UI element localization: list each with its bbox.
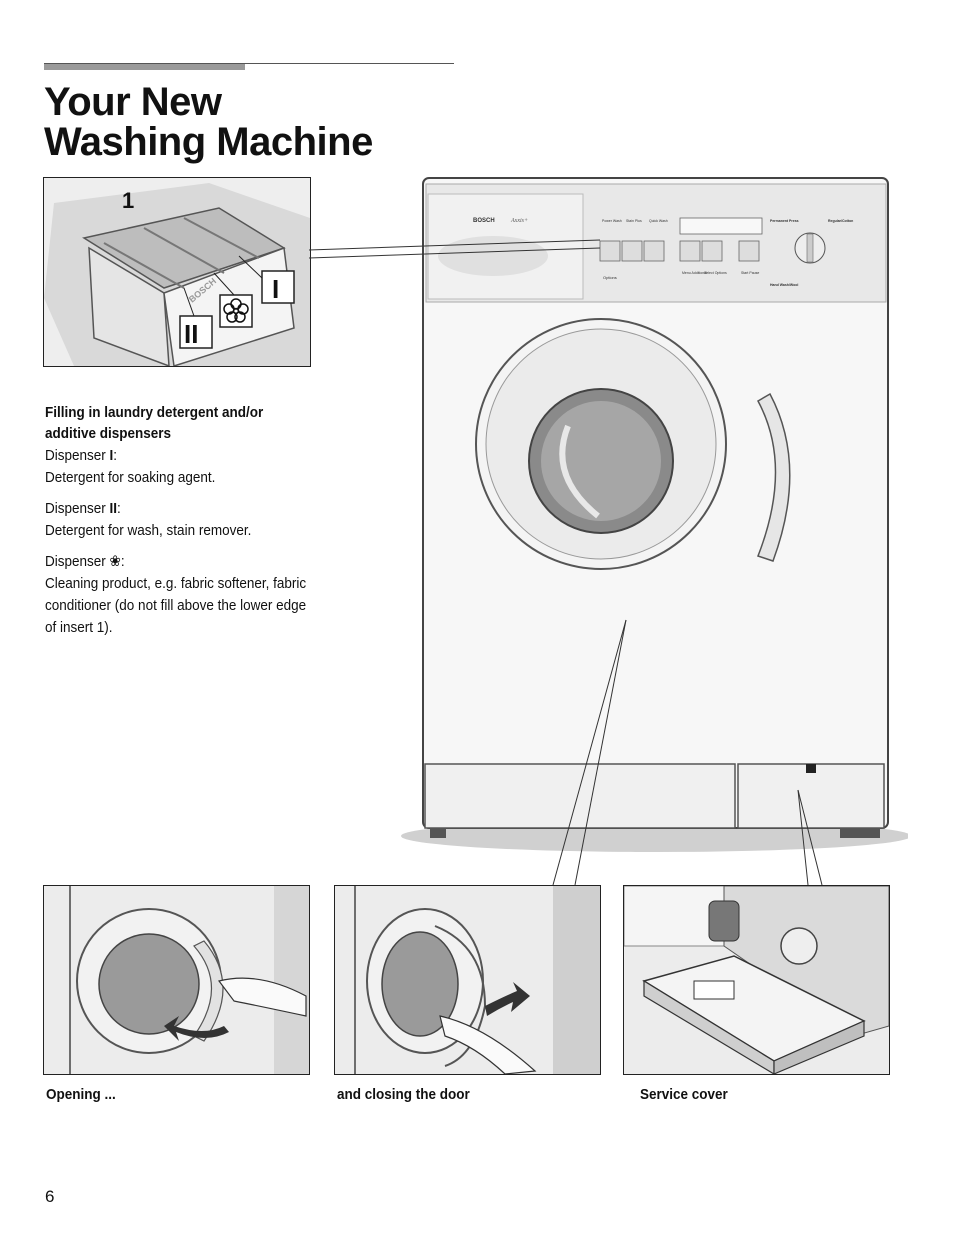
- page-title-line-2: Washing Machine: [44, 120, 373, 164]
- dispenser-2-paragraph: Dispenser II: Detergent for wash, stain …: [45, 500, 252, 539]
- lower-button-3-label: Start Pause: [741, 271, 759, 275]
- dispenser-3-paragraph: Dispenser ❀: Cleaning product, e.g. fabr…: [45, 553, 307, 636]
- panel-model: Axxis+: [510, 218, 528, 224]
- dispenser-instructions: Filling in laundry detergent and/or addi…: [45, 402, 315, 648]
- caption-opening: Opening ...: [46, 1086, 116, 1103]
- dial-label-permanent-press: Permanent Press: [770, 219, 799, 223]
- dispenser-1-description: Detergent for soaking agent.: [45, 469, 216, 486]
- page-title: Your New Washing Machine: [44, 82, 373, 162]
- dispenser-drawer-illustration: 1 BOSCH I II: [43, 177, 311, 367]
- program-dial-knob: [806, 233, 814, 263]
- lower-button-1-label: Menu Additional: [682, 271, 707, 275]
- dispenser-2-mark: II: [109, 500, 118, 517]
- options-label: Options: [603, 275, 617, 280]
- compartment-I-label: I: [272, 274, 279, 304]
- select-button[interactable]: [701, 240, 723, 262]
- dispenser-1-paragraph: Dispenser I: Detergent for soaking agent…: [45, 447, 216, 486]
- dispenser-3-word: Dispenser: [45, 553, 106, 570]
- section-heading: Filling in laundry detergent and/or addi…: [45, 404, 264, 442]
- dispenser-1-mark: I: [109, 447, 114, 464]
- start-pause-button[interactable]: [738, 240, 760, 262]
- lower-button-2-label: Select Options: [704, 271, 727, 275]
- opening-door-illustration: [43, 885, 310, 1075]
- quick-wash-button[interactable]: [643, 240, 665, 262]
- service-cover-illustration: [623, 885, 890, 1075]
- insert-number-label: 1: [122, 188, 134, 213]
- page-title-line-1: Your New: [44, 80, 222, 124]
- panel-button-3-label: Quick Wash: [649, 219, 668, 223]
- caption-closing: and closing the door: [337, 1086, 470, 1103]
- dial-label-regular-cotton: Regular/Cotton: [828, 219, 853, 223]
- dispenser-1-word: Dispenser: [45, 447, 106, 464]
- dial-label-hand-wash: Hand Wash/Wool: [770, 283, 798, 287]
- panel-display: [679, 217, 763, 235]
- flower-icon: [223, 298, 249, 323]
- panel-button-1-label: Power Wash: [602, 219, 622, 223]
- dispenser-2-word: Dispenser: [45, 500, 106, 517]
- panel-brand: BOSCH: [473, 218, 495, 224]
- dispenser-2-description: Detergent for wash, stain remover.: [45, 522, 252, 539]
- closing-door-illustration: [334, 885, 601, 1075]
- panel-button-2-label: Stain Plus: [626, 219, 642, 223]
- dispenser-3-description: Cleaning product, e.g. fabric softener, …: [45, 575, 307, 636]
- power-wash-button[interactable]: [599, 240, 621, 262]
- page-number: 6: [45, 1187, 55, 1206]
- compartment-II-label: II: [184, 319, 198, 349]
- flower-symbol-icon: ❀: [109, 553, 121, 570]
- washing-machine-illustration: BOSCH Axxis+ Power Wash Stain Plus Quick…: [398, 176, 911, 856]
- header-rule: [44, 63, 454, 64]
- stain-plus-button[interactable]: [621, 240, 643, 262]
- caption-service-cover: Service cover: [640, 1086, 728, 1103]
- header-rule-accent: [44, 64, 245, 70]
- menu-button[interactable]: [679, 240, 701, 262]
